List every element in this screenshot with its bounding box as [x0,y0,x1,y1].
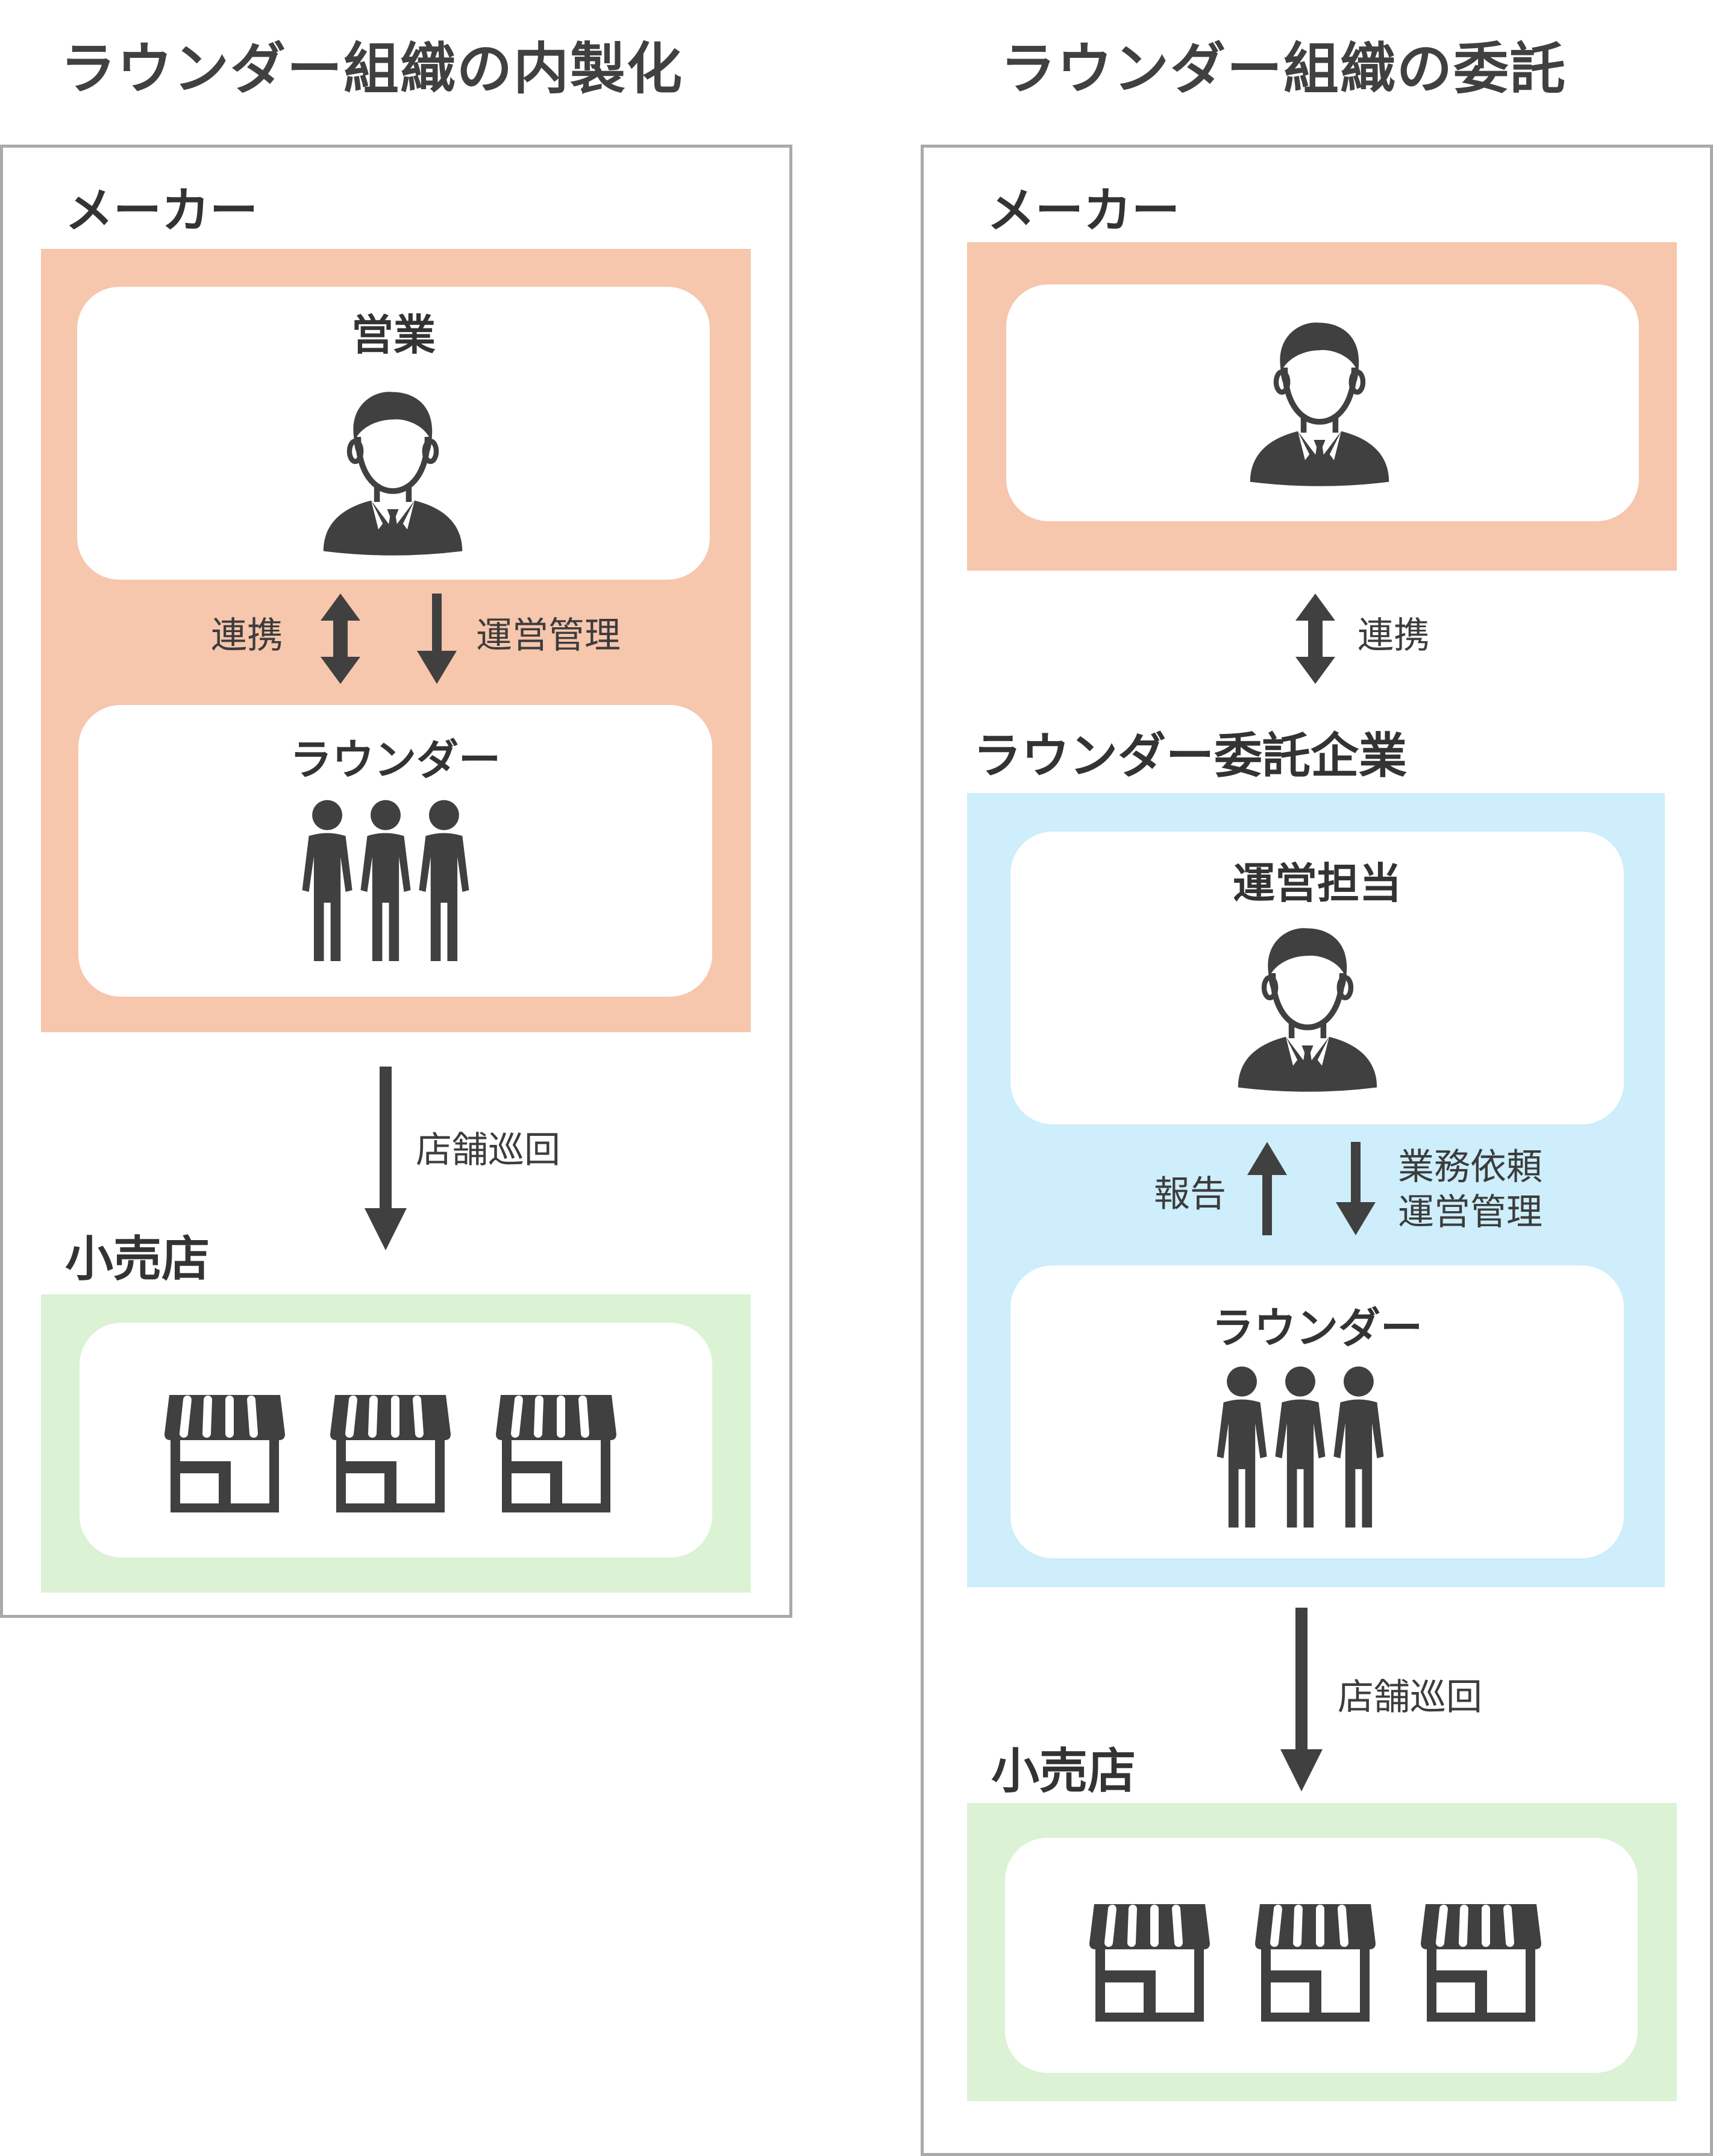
right-store-visit-label: 店舗巡回 [1338,1676,1482,1719]
businessman-icon [1235,922,1380,1097]
right-rounder-card-label: ラウンダー [1212,1303,1423,1353]
store-visit-arrow-icon [1280,1608,1323,1791]
down-arrow-icon [417,594,457,684]
store-visit-arrow-icon [365,1067,407,1250]
sales-card-label: 営業 [351,310,436,360]
businessman-icon [1247,316,1392,491]
right-retail-label: 小売店 [991,1743,1136,1799]
store-icon [496,1395,616,1512]
left-rounder-card-label: ラウンダー [290,735,501,785]
down-arrow-icon [1336,1142,1376,1235]
store-icon [1255,1904,1376,2022]
left-title: ラウンダー組織の内製化 [60,37,684,101]
left-retail-label: 小売店 [65,1231,210,1287]
manager-card-label: 運営担当 [1233,859,1401,908]
store-icon [164,1395,285,1512]
group-people-icon [302,800,469,961]
bidirectional-arrow-icon [321,594,360,684]
store-icon [1089,1904,1210,2022]
group-people-icon [1217,1366,1384,1528]
left-store-visit-label: 店舗巡回 [416,1129,560,1171]
up-arrow-icon [1247,1142,1287,1235]
agency-label: ラウンダー委託企業 [973,728,1407,784]
request-label: 業務依頼 運営管理 [1398,1145,1542,1235]
request-label-line2: 運営管理 [1398,1191,1542,1233]
store-icon [330,1395,451,1512]
left-management-label: 運営管理 [476,615,621,657]
left-maker-label: メーカー [65,183,258,239]
left-link-label: 連携 [211,615,283,657]
bidirectional-arrow-icon [1295,594,1335,684]
right-maker-label: メーカー [987,183,1180,239]
request-label-line1: 業務依頼 [1398,1146,1542,1188]
store-icon [1421,1904,1541,2022]
businessman-icon [321,386,465,560]
report-label: 報告 [1154,1173,1226,1215]
right-link-label: 連携 [1358,615,1430,657]
right-title: ラウンダー組織の委託 [1000,37,1567,101]
